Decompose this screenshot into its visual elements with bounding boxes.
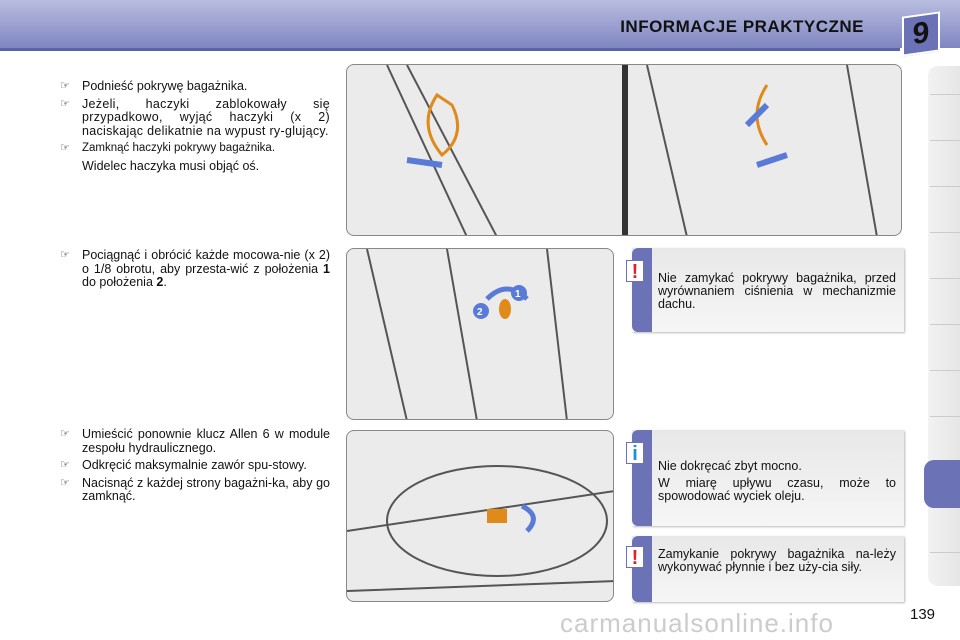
section-title: INFORMACJE PRAKTYCZNE <box>620 17 864 36</box>
warning-note-closing: ! Zamykanie pokrywy bagażnika na-leży wy… <box>626 536 904 602</box>
bullet: Podnieść pokrywę bagażnika. <box>60 79 330 94</box>
bullet: Jeżeli, haczyki zablokowały się przypadk… <box>60 97 330 139</box>
mount-drawing: 1 2 <box>366 249 568 419</box>
text: . <box>163 275 167 289</box>
label-1: 1 <box>515 289 521 300</box>
note-text: Nie dokręcać zbyt mocno. <box>658 459 802 473</box>
warning-note-pressure: ! Nie zamykać pokrywy bagażnika, przed w… <box>626 248 904 332</box>
section-2: Pociągnąć i obrócić każde mocowa-nie (x … <box>60 248 330 294</box>
header-band <box>0 0 960 48</box>
note-text: W miarę upływu czasu, może to spowodować… <box>658 476 896 503</box>
note-text: Zamykanie pokrywy bagażnika na-leży wyko… <box>658 547 896 574</box>
chapter-tab-active[interactable] <box>924 460 960 508</box>
warning-icon: ! <box>626 260 644 283</box>
position-2: 2 <box>156 275 164 289</box>
label-2: 2 <box>477 307 483 318</box>
bullet: Umieścić ponownie klucz Allen 6 w module… <box>60 427 330 455</box>
hook-drawing <box>386 65 878 235</box>
info-icon: i <box>626 442 644 465</box>
bullet: Odkręcić maksymalnie zawór spu-stowy. <box>60 458 330 473</box>
section-3: Umieścić ponownie klucz Allen 6 w module… <box>60 427 330 508</box>
text: do położenia <box>82 275 157 289</box>
note-text: Nie zamykać pokrywy bagażnika, przed wyr… <box>658 271 896 311</box>
section-1: Podnieść pokrywę bagażnika. Jeżeli, hacz… <box>60 79 330 173</box>
text: Pociągnąć i obrócić każde mocowa-nie (x … <box>82 248 330 276</box>
trunk-drawing <box>347 465 613 592</box>
figure-hook-illustration <box>346 64 902 236</box>
header-rule <box>0 48 900 51</box>
position-1: 1 <box>323 261 330 276</box>
figure-trunk-illustration <box>346 430 614 602</box>
note-text: Widelec haczyka musi objąć oś. <box>82 158 260 173</box>
bullet: Nacisnąć z każdej strony bagażni-ka, aby… <box>60 476 330 504</box>
warning-icon: ! <box>626 546 644 569</box>
bullet: Zamknąć haczyki pokrywy bagażnika. <box>60 142 330 156</box>
figure-mount-illustration: 1 2 <box>346 248 614 420</box>
chapter-tabs[interactable] <box>928 66 960 586</box>
chapter-badge: 9 <box>902 11 940 57</box>
page-number: 139 <box>910 606 936 623</box>
bullet: Pociągnąć i obrócić każde mocowa-nie (x … <box>60 248 330 290</box>
watermark: carmanualsonline.info <box>560 608 834 638</box>
info-note-tighten: i Nie dokręcać zbyt mocno. W miarę upływ… <box>626 430 904 526</box>
